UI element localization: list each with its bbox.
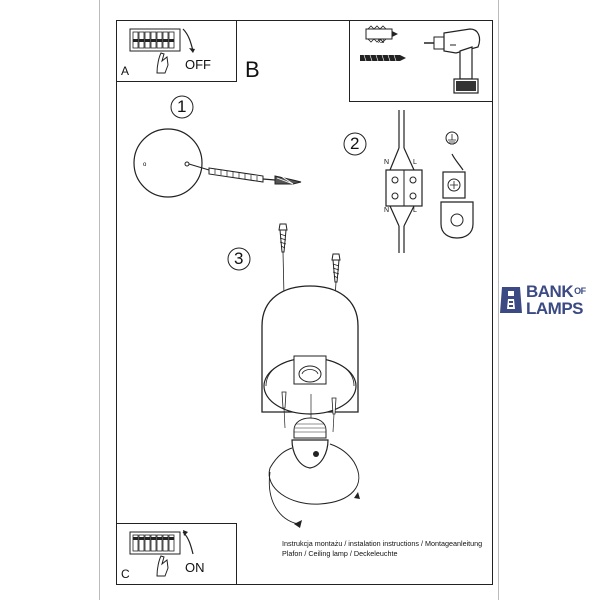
step-a-panel: A OFF bbox=[116, 20, 237, 82]
ceiling-lamp-illustration bbox=[261, 223, 360, 528]
screw-quantity: x2 bbox=[378, 39, 385, 45]
step-1-label: 1 bbox=[177, 97, 187, 116]
brand-word-of: OF bbox=[574, 286, 586, 296]
caption-line-2: Plafon / Ceiling lamp / Deckeleuchte bbox=[282, 548, 398, 558]
step-a-state: OFF bbox=[185, 57, 211, 72]
svg-text:o: o bbox=[143, 162, 147, 168]
instruction-caption: Instrukcja montażu / instalation instruc… bbox=[282, 539, 482, 558]
wire-top-live-label: L bbox=[413, 159, 417, 166]
breaker-off-icon bbox=[129, 28, 195, 74]
bank-of-lamps-logo: BANKOF LAMPS bbox=[500, 283, 600, 317]
wire-bottom-neutral-label: N bbox=[384, 207, 390, 214]
step-a-letter: A bbox=[121, 64, 130, 78]
instruction-sheet bbox=[99, 0, 499, 600]
brand-word-lamps: LAMPS bbox=[526, 299, 584, 318]
brand-word-bank: BANK bbox=[526, 282, 574, 301]
step-b-letter: B bbox=[245, 57, 260, 82]
drill-icon bbox=[424, 28, 481, 94]
ground-terminal-illustration bbox=[440, 131, 474, 239]
step-1-number bbox=[170, 95, 194, 119]
step-2-label: 2 bbox=[350, 134, 360, 153]
step-3-number bbox=[227, 247, 251, 271]
wire-top-neutral-label: N bbox=[384, 159, 390, 166]
terminal-block-illustration bbox=[385, 110, 423, 253]
breaker-on-icon bbox=[129, 530, 194, 577]
lighthouse-icon bbox=[500, 287, 522, 313]
instruction-frame bbox=[116, 20, 493, 585]
step-3-label: 3 bbox=[234, 249, 244, 268]
wire-bottom-live-label: L bbox=[413, 207, 417, 214]
caption-line-1: Instrukcja montażu / instalation instruc… bbox=[282, 539, 483, 548]
drill-kit-panel: x2 bbox=[349, 20, 493, 102]
step-c-panel: C ON bbox=[116, 523, 237, 585]
screw-icon bbox=[360, 54, 406, 62]
wall-plug-icon bbox=[365, 25, 398, 43]
ceiling-plate-illustration: o bbox=[133, 128, 302, 198]
step-c-state: ON bbox=[185, 560, 205, 575]
step-c-letter: C bbox=[121, 567, 130, 581]
step-2-number bbox=[343, 132, 367, 156]
